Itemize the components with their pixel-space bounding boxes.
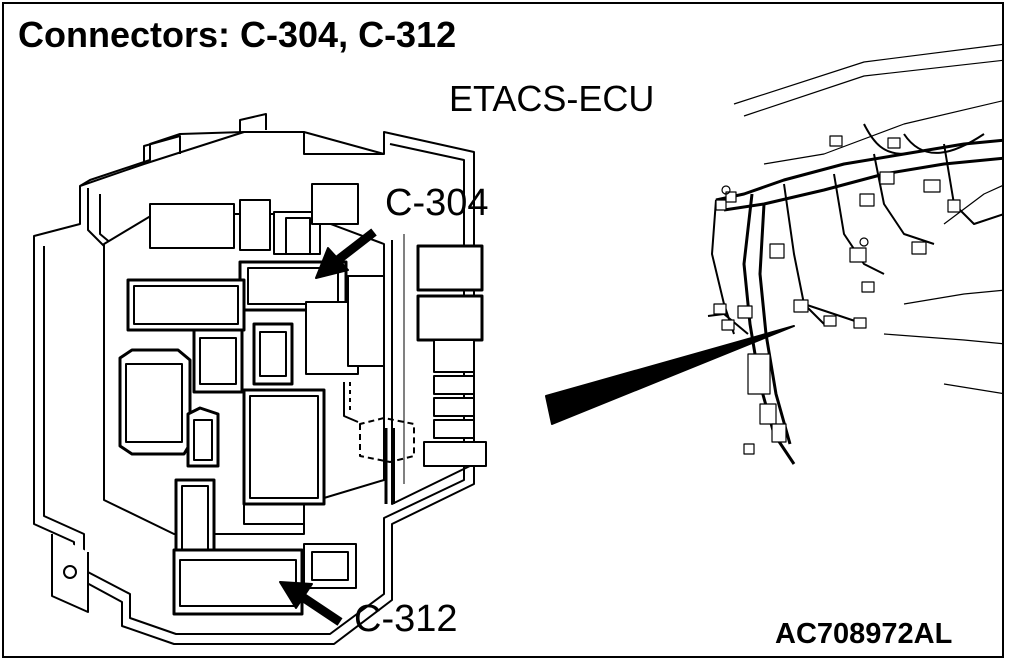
callout-label-c304: C-304 [385,182,489,224]
vehicle-harness-overview [707,43,1002,465]
location-leader-wedge [545,325,795,425]
callout-arrow-c304 [315,228,377,279]
callout-label-c312: C-312 [354,598,458,640]
ecu-module [33,113,487,645]
callout-arrow-c312 [279,581,343,626]
diagram-title: Connectors: C-304, C-312 [18,14,457,55]
diagram-illustration [33,43,1002,645]
figure-id: AC708972AL [775,618,953,650]
component-label: ETACS-ECU [449,78,655,119]
